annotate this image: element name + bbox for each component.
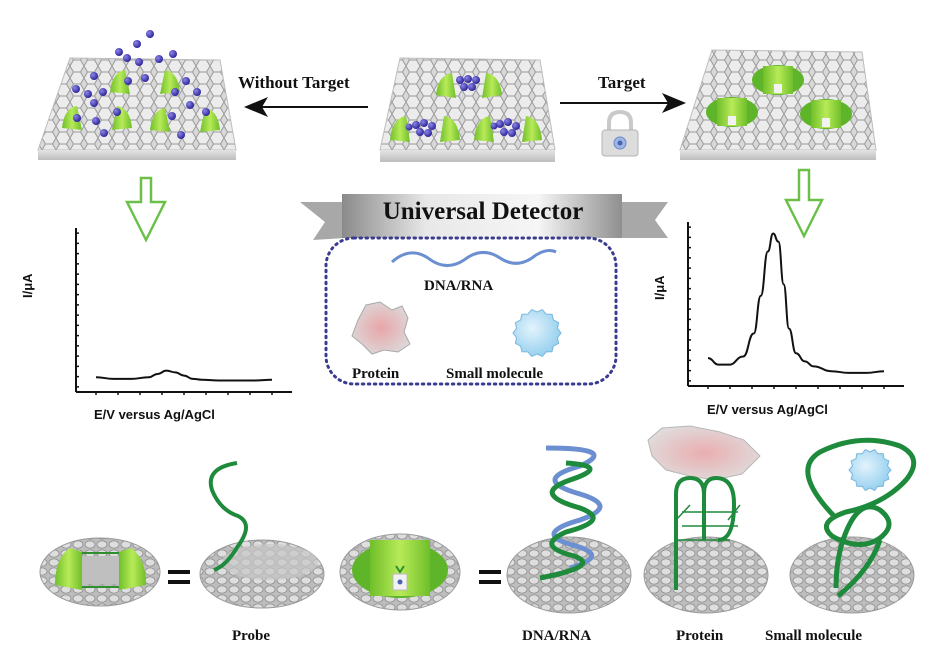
graphene-slab-locked (679, 49, 877, 160)
series-line (95, 369, 273, 382)
without-target-label: Without Target (238, 73, 350, 92)
graphene-slab-loaded (379, 57, 556, 162)
probe-disk (199, 461, 325, 609)
detector-item-dna-rna: DNA/RNA (424, 278, 494, 294)
detector-dotted-border (324, 236, 618, 386)
equals-icon-1 (168, 570, 190, 584)
protein-disk (643, 425, 769, 614)
detector-item-protein: Protein (352, 366, 400, 382)
locked-gate (706, 65, 852, 129)
detector-item-small-molecule: Small molecule (446, 366, 544, 382)
voltammogram-with-target (687, 222, 904, 389)
protein-structure-icon (351, 301, 411, 355)
padlock-icon (601, 109, 639, 157)
target-label: Target (598, 73, 646, 92)
redox-cargo-scattered (72, 30, 210, 139)
chart-left-xlabel: E/V versus Ag/AgCl (94, 407, 215, 422)
graphene-slab-released (37, 30, 237, 160)
dna-rna-disk (506, 445, 632, 614)
dna-strand-icon (391, 249, 557, 267)
down-arrow-right (783, 168, 825, 239)
banner-title: Universal Detector (382, 198, 584, 225)
small-molecule-disk (789, 437, 917, 614)
down-arrow-left (124, 176, 168, 243)
series-line (707, 232, 885, 374)
probe-strand (208, 461, 248, 572)
label-protein: Protein (676, 628, 724, 644)
chart-left-ylabel: I/μA (20, 273, 35, 298)
voltammogram-without-target (75, 228, 292, 395)
gate-open-closeup (39, 537, 161, 607)
chart-right-xlabel: E/V versus Ag/AgCl (707, 402, 828, 417)
chart-right-ylabel: I/μA (652, 275, 667, 300)
gate-closed-closeup (339, 533, 461, 611)
label-dna-rna: DNA/RNA (522, 628, 592, 644)
closed-gate-with-cargo (390, 73, 542, 142)
small-molecule-icon (512, 308, 562, 358)
label-small-molecule: Small molecule (765, 628, 863, 644)
universal-detector-banner (300, 194, 668, 240)
label-probe: Probe (232, 628, 271, 644)
equals-icon-2 (479, 570, 501, 584)
